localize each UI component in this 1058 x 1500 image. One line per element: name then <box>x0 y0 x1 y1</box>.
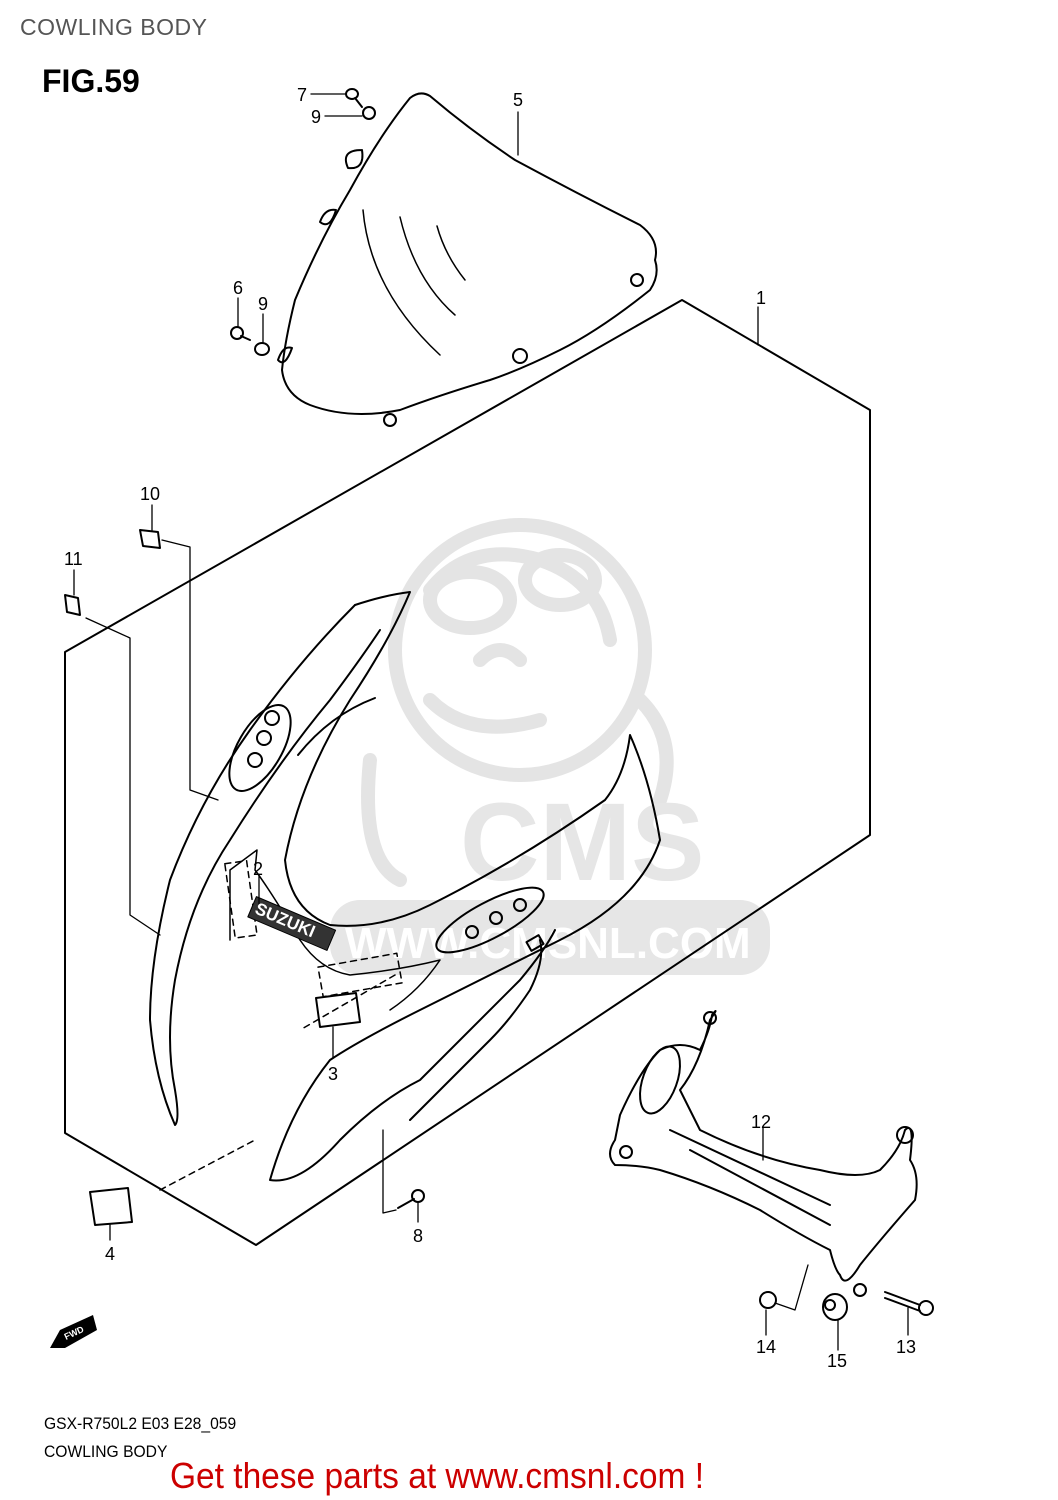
nut-11[interactable] <box>64 594 81 616</box>
footer-title: COWLING BODY <box>44 1442 168 1461</box>
nut-10[interactable] <box>139 529 161 549</box>
nut-9-lower[interactable] <box>254 342 270 356</box>
cushion-15[interactable] <box>822 1293 848 1321</box>
nut-9-upper[interactable] <box>362 106 376 120</box>
cowling-brace[interactable] <box>609 1010 918 1297</box>
callout-14: 14 <box>756 1337 776 1357</box>
page-title: COWLING BODY <box>20 14 208 40</box>
callout-1: 1 <box>756 288 766 308</box>
decal-outlines <box>159 859 403 1191</box>
upper-cowling[interactable] <box>149 591 661 1182</box>
callout-4: 4 <box>105 1244 115 1264</box>
callout-5: 5 <box>513 90 523 110</box>
callout-8: 8 <box>413 1226 423 1246</box>
label-item-4[interactable] <box>89 1187 133 1226</box>
callout-2: 2 <box>253 859 263 879</box>
cmsnl-watermark <box>361 518 674 887</box>
callout-12: 12 <box>751 1112 771 1132</box>
callout-13: 13 <box>896 1337 916 1357</box>
nut-14[interactable] <box>759 1291 777 1309</box>
emblem-text: SUZUKI <box>252 899 318 941</box>
suzuki-emblem[interactable] <box>247 896 337 951</box>
callout-10: 10 <box>140 484 160 504</box>
leader-lines <box>73 93 909 1351</box>
callout-3: 3 <box>328 1064 338 1084</box>
callout-9-upper: 9 <box>311 107 321 127</box>
promo-link[interactable]: Get these parts at www.cmsnl.com ! <box>170 1455 705 1496</box>
callout-15: 15 <box>827 1351 847 1371</box>
model-code: GSX-R750L2 E03 E28_059 <box>44 1414 237 1433</box>
forward-arrow-icon: FWD <box>50 1315 97 1348</box>
screw-8[interactable] <box>397 1189 425 1209</box>
screw-6[interactable] <box>230 326 251 341</box>
label-item-3[interactable] <box>315 992 361 1028</box>
figure-number: FIG.59 <box>42 63 140 99</box>
callout-11: 11 <box>64 549 83 569</box>
svg-text:CMS: CMS <box>460 781 704 904</box>
callout-7: 7 <box>297 85 307 105</box>
bolt-13[interactable] <box>884 1291 934 1316</box>
callout-6: 6 <box>233 278 243 298</box>
assembly-outline <box>64 299 871 1246</box>
screw-7[interactable] <box>345 88 363 108</box>
callout-9-lower: 9 <box>258 294 268 314</box>
windscreen[interactable] <box>277 92 658 427</box>
